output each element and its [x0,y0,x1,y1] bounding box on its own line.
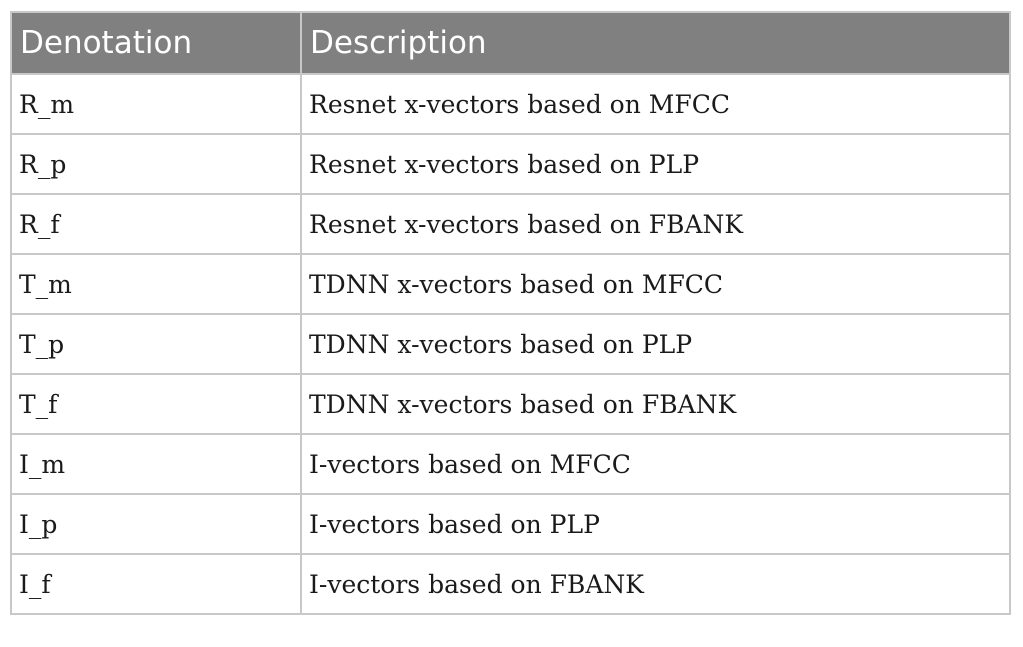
cell-description: TDNN x-vectors based on PLP [300,313,1011,375]
denotation-table-container: Denotation Description R_m Resnet x-vect… [10,11,1011,615]
table-row: T_p TDNN x-vectors based on PLP [10,313,1011,375]
cell-denotation: T_p [10,313,302,375]
cell-description: Resnet x-vectors based on PLP [300,133,1011,195]
table-row: T_f TDNN x-vectors based on FBANK [10,373,1011,435]
cell-description: Resnet x-vectors based on MFCC [300,73,1011,135]
table-row: R_p Resnet x-vectors based on PLP [10,133,1011,195]
table-row: I_p I-vectors based on PLP [10,493,1011,555]
cell-denotation: T_m [10,253,302,315]
header-denotation: Denotation [10,11,302,75]
cell-denotation: I_f [10,553,302,615]
header-description: Description [300,11,1011,75]
cell-denotation: I_m [10,433,302,495]
table-row: R_m Resnet x-vectors based on MFCC [10,73,1011,135]
cell-description: I-vectors based on MFCC [300,433,1011,495]
table-row: T_m TDNN x-vectors based on MFCC [10,253,1011,315]
table-row: I_m I-vectors based on MFCC [10,433,1011,495]
table-row: R_f Resnet x-vectors based on FBANK [10,193,1011,255]
cell-denotation: T_f [10,373,302,435]
denotation-table: Denotation Description R_m Resnet x-vect… [10,11,1011,615]
table-header-row: Denotation Description [10,11,1011,75]
cell-description: I-vectors based on PLP [300,493,1011,555]
cell-description: Resnet x-vectors based on FBANK [300,193,1011,255]
cell-denotation: R_p [10,133,302,195]
table-row: I_f I-vectors based on FBANK [10,553,1011,615]
cell-description: TDNN x-vectors based on FBANK [300,373,1011,435]
cell-denotation: I_p [10,493,302,555]
cell-denotation: R_f [10,193,302,255]
cell-denotation: R_m [10,73,302,135]
cell-description: I-vectors based on FBANK [300,553,1011,615]
cell-description: TDNN x-vectors based on MFCC [300,253,1011,315]
